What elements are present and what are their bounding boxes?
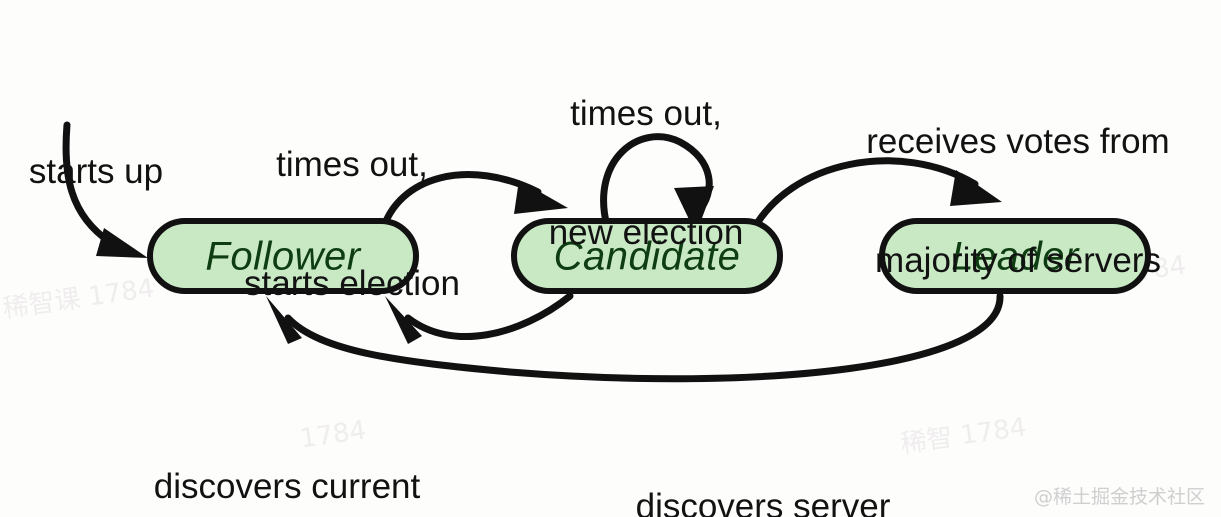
edge-label-candidate-self-loop-line2: new election <box>548 213 744 253</box>
edge-candidate-to-leader <box>748 157 1002 236</box>
edge-label-candidate-to-leader-line2: majority of servers <box>875 241 1161 281</box>
node-leader-label: Leader <box>951 234 1079 279</box>
edge-follower-to-candidate-path <box>378 171 542 236</box>
edge-leader-to-follower-arrowhead <box>266 296 302 344</box>
edge-candidate-to-follower <box>385 292 574 344</box>
node-candidate-label: Candidate <box>553 234 741 279</box>
edge-label-candidate-to-leader-line1: receives votes from <box>866 121 1170 161</box>
edge-follower-to-candidate <box>378 171 568 236</box>
edge-leader-to-follower-path <box>284 292 1004 383</box>
edge-label-follower-to-candidate-line2: starts election <box>244 264 460 304</box>
edge-follower-to-candidate-arrowhead <box>514 180 568 214</box>
edge-candidate-to-follower-arrowhead <box>385 296 422 344</box>
node-candidate-shape[interactable] <box>511 218 783 294</box>
edge-start-up-path <box>62 121 114 246</box>
edge-label-candidate-to-leader: receives votes from majority of servers <box>866 42 1169 361</box>
edge-candidate-to-leader-path <box>748 157 979 236</box>
edge-label-follower-to-candidate-line1: times out, <box>276 144 428 184</box>
brand-watermark: @稀土掘金技术社区 <box>1033 486 1205 508</box>
edge-candidate-self-loop-arrowhead <box>674 186 714 234</box>
edge-start-up-arrowhead <box>96 228 148 258</box>
node-follower-shape[interactable] <box>147 218 419 294</box>
edge-candidate-to-follower-path <box>404 292 574 340</box>
edge-label-follower-to-candidate: times out, starts election <box>244 65 460 384</box>
edge-label-leader-to-follower: discovers server with higher term <box>636 407 891 517</box>
edge-label-start-up: starts up <box>29 72 163 271</box>
edge-label-leader-to-follower-line1: discovers server <box>635 486 891 517</box>
node-leader-shape[interactable] <box>879 218 1151 294</box>
edge-label-start-up-line1: starts up <box>28 151 164 191</box>
edge-label-candidate-self-loop: times out, new election <box>549 14 744 333</box>
edge-candidate-self-loop <box>600 133 714 234</box>
edge-label-candidate-to-follower: discovers current leader or new term <box>141 387 433 517</box>
edge-candidate-to-leader-arrowhead <box>950 170 1002 206</box>
edge-start-up <box>62 121 148 258</box>
node-follower-label: Follower <box>205 234 361 279</box>
edge-label-candidate-to-follower-line1: discovers current <box>153 466 421 506</box>
edge-label-candidate-self-loop-line1: times out, <box>570 93 722 133</box>
edge-leader-to-follower <box>266 292 1004 383</box>
